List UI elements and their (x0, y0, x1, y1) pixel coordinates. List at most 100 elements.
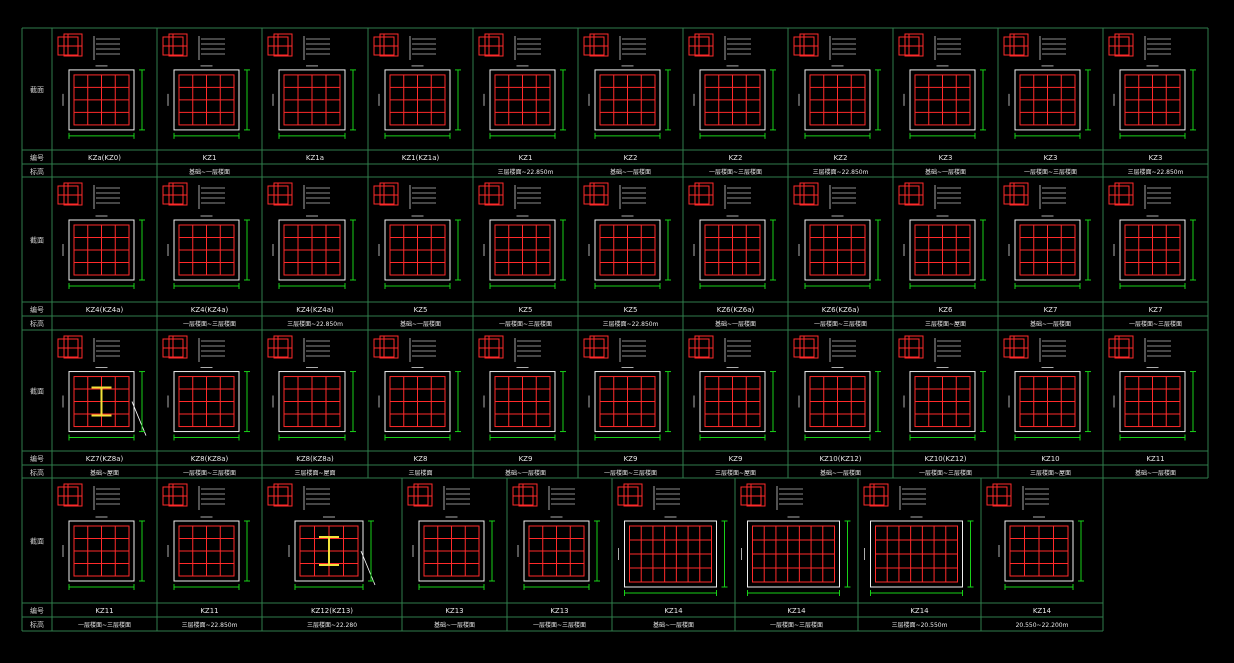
column-cell: KZ1a (267, 33, 356, 162)
column-code: KZ1 (519, 154, 533, 162)
section-outline (384, 219, 451, 281)
section-outline (1014, 371, 1081, 433)
column-cell: KZ6(KZ6a) 基础~一层楼面 (688, 182, 776, 328)
section-outline (489, 371, 556, 433)
section-outline (278, 69, 346, 131)
key-plan-rect (869, 483, 889, 507)
elevation-range: 基础~一层楼面 (820, 469, 861, 477)
section-outline (1004, 520, 1074, 582)
section-outline (68, 219, 135, 281)
leader-line (360, 550, 376, 586)
elevation-range: 基础~一层楼面 (189, 168, 230, 176)
elevation-range: 三层楼面~22.850m (498, 168, 554, 176)
column-cell: KZ10(KZ12)一层楼面~三层楼面 (898, 335, 986, 477)
row-header-code: 编号 (30, 153, 44, 162)
key-plan-rect (623, 483, 643, 507)
key-plan-rect (63, 33, 83, 57)
section-outline (699, 69, 766, 131)
column-code: KZ13 (550, 607, 568, 615)
section-outline (909, 371, 976, 433)
key-plan-rect (168, 335, 188, 359)
key-plan-rect (694, 335, 714, 359)
column-code: KZ11 (95, 607, 113, 615)
key-plan-rect (379, 33, 399, 57)
section-outline (278, 219, 346, 281)
elevation-range: 基础~一层楼面 (715, 320, 756, 328)
column-code: KZ5 (624, 306, 638, 314)
column-code: KZa(KZ0) (88, 154, 121, 162)
section-outline (699, 219, 766, 281)
key-plan-rect (1114, 335, 1134, 359)
section-outline (384, 371, 451, 433)
column-code: KZ7 (1149, 306, 1163, 314)
elevation-range: 三层楼面~20.550m (892, 621, 948, 629)
section-outline (278, 371, 346, 433)
key-plan-rect (379, 182, 399, 206)
column-code: KZ1(KZ1a) (402, 154, 440, 162)
column-cell: KZ1(KZ1a) (373, 33, 461, 162)
elevation-range: 基础~一层楼面 (610, 168, 651, 176)
column-code: KZ3 (939, 154, 953, 162)
elevation-range: 一层楼面~三层楼面 (78, 621, 131, 629)
column-cell: KZa(KZ0) (57, 33, 145, 162)
section-outline (594, 371, 661, 433)
row-header-range: 标高 (30, 319, 44, 328)
section-outline (1119, 219, 1186, 281)
elevation-range: 一层楼面~三层楼面 (814, 320, 867, 328)
column-code: KZ8(KZ8a) (191, 455, 229, 463)
section-outline (173, 520, 240, 582)
column-code: KZ14 (787, 607, 806, 615)
section-outline (173, 371, 240, 433)
section-outline (523, 520, 590, 582)
column-cell: KZ10(KZ12)基础~一层楼面 (793, 335, 881, 477)
key-plan-rect (484, 335, 504, 359)
section-outline (68, 371, 135, 433)
key-plan-rect (1114, 33, 1134, 57)
row-header-code: 编号 (30, 606, 44, 615)
section-outline (594, 69, 661, 131)
key-plan-rect (799, 335, 819, 359)
key-plan-rect (168, 33, 188, 57)
row-header-code: 编号 (30, 454, 44, 463)
elevation-range: 三层楼面~屋面 (294, 469, 335, 477)
column-cell: KZ3 基础~一层楼面 (898, 33, 986, 176)
column-code: KZ6(KZ6a) (717, 306, 755, 314)
key-plan-rect (904, 33, 924, 57)
column-code: KZ3 (1044, 154, 1058, 162)
column-code: KZ2 (624, 154, 638, 162)
elevation-range: 基础~一层楼面 (925, 168, 966, 176)
elevation-range: 一层楼面~三层楼面 (709, 168, 762, 176)
key-plan-rect (484, 182, 504, 206)
section-outline (1014, 69, 1081, 131)
elevation-range: 基础~一层楼面 (400, 320, 441, 328)
elevation-range: 三层楼面 (408, 469, 432, 477)
key-plan-rect (518, 483, 538, 507)
elevation-range: 三层楼面~22.850m (1128, 168, 1184, 176)
key-plan-rect (1114, 182, 1134, 206)
section-outline (747, 520, 840, 588)
section-outline (804, 219, 871, 281)
leader-line (131, 401, 147, 436)
column-code: KZ6(KZ6a) (822, 306, 860, 314)
column-code: KZ4(KZ4a) (191, 306, 229, 314)
column-cell: KZ7(KZ8a)基础~屋面 (57, 335, 147, 477)
column-code: KZ10(KZ12) (924, 455, 966, 463)
column-code: KZ5 (519, 306, 533, 314)
key-plan-rect (63, 182, 83, 206)
elevation-range: 三层楼面~22.850m (182, 621, 238, 629)
elevation-range: 基础~一层楼面 (653, 621, 694, 629)
row-header-section: 截面 (30, 387, 44, 396)
section-outline (909, 69, 976, 131)
section-outline (489, 69, 556, 131)
